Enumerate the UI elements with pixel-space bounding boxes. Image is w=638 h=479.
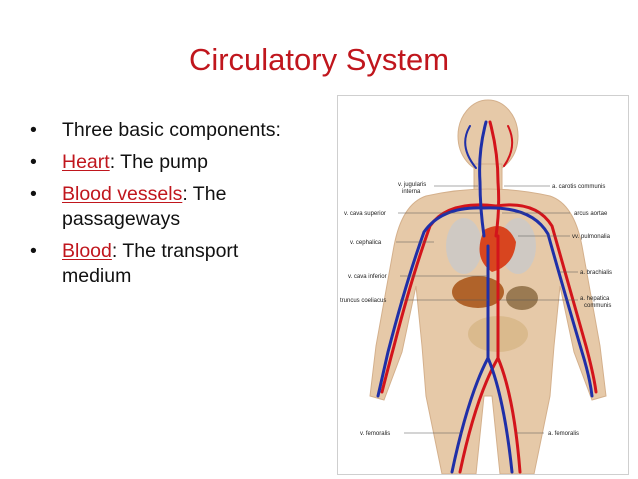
circulatory-diagram-svg: v. jugularis interna v. cava superior v.… [340, 99, 612, 474]
label-v-jugularis: v. jugularis [398, 182, 426, 188]
slide-title: Circulatory System [188, 42, 450, 77]
bullet-term: Heart [62, 151, 110, 173]
bullet-text: : The pump [109, 151, 208, 173]
bullet-dot-icon: • [30, 151, 37, 173]
label-a-femoralis: a. femoralis [548, 431, 579, 437]
bullet-item: • Three basic components: [30, 118, 300, 143]
label-a-hepatica: a. hepatica [580, 296, 610, 302]
label-truncus-coeliacus: truncus coeliacus [340, 298, 386, 304]
bullet-term: Blood vessels [62, 183, 183, 205]
label-vv-pulmonalia: vv. pulmonalia [572, 234, 611, 240]
arteries [380, 120, 598, 474]
label-arcus-aortae: arcus aortae [574, 211, 608, 217]
bullet-dot-icon: • [30, 119, 37, 141]
circulatory-diagram: v. jugularis interna v. cava superior v.… [337, 95, 629, 475]
bullet-term: Blood [62, 240, 112, 262]
bullet-list: • Three basic components: • Heart: The p… [30, 118, 300, 296]
labels-left: v. jugularis interna v. cava superior v.… [340, 182, 426, 437]
veins [376, 120, 594, 474]
label-a-brachialis: a. brachialis [580, 270, 612, 276]
label-communis: communis [584, 303, 611, 309]
labels-right: a. carotis communis arcus aortae vv. pul… [548, 184, 612, 437]
bullet-text: : The transport medium [62, 240, 239, 287]
bullet-dot-icon: • [30, 183, 37, 205]
label-v-cephalica: v. cephalica [350, 240, 382, 246]
bullet-item: • Blood vessels: The passageways [30, 182, 300, 232]
label-v-cava-inferior: v. cava inferior [348, 274, 387, 280]
bullet-text: : The passageways [62, 183, 227, 230]
bullet-item: • Blood: The transport medium [30, 239, 300, 289]
label-interna: interna [402, 189, 421, 195]
label-leader-lines [396, 185, 578, 434]
label-a-carotis-communis: a. carotis communis [552, 184, 605, 190]
bullet-text: Three basic components: [62, 119, 281, 141]
bullet-item: • Heart: The pump [30, 150, 300, 175]
bullet-dot-icon: • [30, 240, 37, 262]
label-v-femoralis: v. femoralis [360, 431, 390, 437]
label-v-cava-superior: v. cava superior [344, 211, 386, 217]
